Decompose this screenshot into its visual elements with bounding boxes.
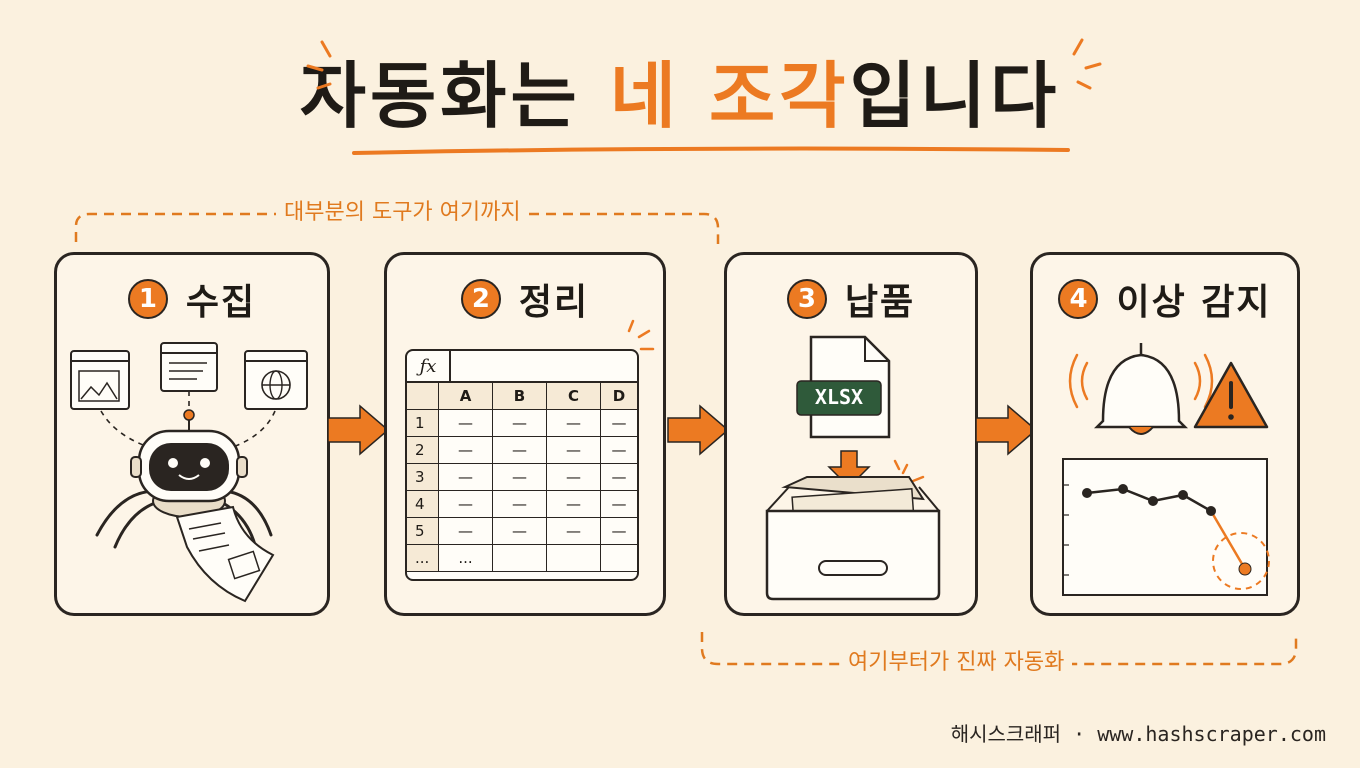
sheet-cell: — <box>439 491 493 518</box>
window-globe-icon <box>244 350 308 410</box>
corner-cell <box>407 383 439 410</box>
step-number-badge: 1 <box>127 279 168 319</box>
title-part2: 입니다 <box>849 54 1061 138</box>
scrolled-document <box>175 505 275 603</box>
title-highlight: 네 조각 <box>609 54 850 138</box>
sheet-grid: A B C D 1 — — — — 2 — — — — 3 — — — — 4 … <box>407 383 637 572</box>
anomaly-illustration <box>1062 343 1270 596</box>
sparkle-icon <box>627 319 655 351</box>
window-image-icon <box>70 350 130 410</box>
row-header: ... <box>407 545 439 572</box>
sheet-cell: — <box>601 437 637 464</box>
flow-arrow-1 <box>327 404 390 456</box>
formula-bar: ƒx <box>407 351 637 383</box>
step-header: 4 이상 감지 <box>1033 277 1297 323</box>
sheet-cell: — <box>493 518 547 545</box>
sheet-cell: — <box>493 491 547 518</box>
row-header: 5 <box>407 518 439 545</box>
step-number-badge: 3 <box>786 279 827 319</box>
sheet-cell: — <box>439 437 493 464</box>
bottom-bracket <box>700 632 1298 666</box>
step-header: 3 납품 <box>727 277 975 323</box>
footer-credit: 해시스크래퍼 · www.hashscraper.com <box>950 722 1326 746</box>
xlsx-file-icon: XLSX <box>796 335 891 439</box>
sheet-cell: ... <box>439 545 493 572</box>
sheet-cell <box>601 545 637 572</box>
title-sparkle-right <box>1072 38 1102 90</box>
column-header: D <box>601 383 637 410</box>
sheet-cell: — <box>601 410 637 437</box>
step-number-badge: 2 <box>460 279 501 319</box>
row-header: 1 <box>407 410 439 437</box>
sheet-cell: — <box>439 464 493 491</box>
step-header: 1 수집 <box>57 277 327 323</box>
step-panel-deliver: 3 납품 XLSX <box>724 252 978 616</box>
delivery-illustration: XLSX <box>765 335 941 601</box>
row-header: 4 <box>407 491 439 518</box>
annotation-bottom: 여기부터가 진짜 자동화 <box>840 648 1073 678</box>
title-sparkle-left <box>306 40 332 90</box>
step-panel-organize: 2 정리 ƒx A B C D 1 — — — — 2 — — — — <box>384 252 666 616</box>
step-label: 납품 <box>844 282 916 323</box>
column-header: A <box>439 383 493 410</box>
sheet-cell: — <box>493 410 547 437</box>
sheet-cell: — <box>547 518 601 545</box>
flow-arrow-2 <box>667 404 730 456</box>
annotation-top: 대부분의 도구가 여기까지 <box>276 198 529 228</box>
sheet-cell: — <box>493 437 547 464</box>
step-label: 수집 <box>185 282 257 323</box>
sheet-cell: — <box>601 464 637 491</box>
sheet-cell: — <box>547 437 601 464</box>
window-text-icon <box>160 342 218 392</box>
flow-arrow-3 <box>975 404 1038 456</box>
sheet-cell <box>493 545 547 572</box>
step-panel-collect: 1 수집 <box>54 252 330 616</box>
robot-spider-illustration <box>70 342 308 603</box>
sheet-cell <box>547 545 601 572</box>
row-header: 2 <box>407 437 439 464</box>
sheet-cell: — <box>439 518 493 545</box>
page-title: 자동화는 네 조각입니다 <box>0 48 1360 144</box>
warning-icon <box>1193 361 1269 429</box>
step-label: 이상 감지 <box>1116 282 1272 323</box>
bell-icon <box>1068 343 1214 435</box>
sheet-cell: — <box>547 464 601 491</box>
file-badge-text: XLSX <box>815 385 863 409</box>
title-part1: 자동화는 <box>299 54 610 138</box>
column-header: C <box>547 383 601 410</box>
sheet-cell: — <box>493 464 547 491</box>
sheet-cell: — <box>439 410 493 437</box>
step-header: 2 정리 <box>387 277 663 323</box>
title-underline <box>352 146 1070 155</box>
sheet-cell: — <box>601 491 637 518</box>
row-header: 3 <box>407 464 439 491</box>
spreadsheet: ƒx A B C D 1 — — — — 2 — — — — 3 — — — —… <box>405 349 639 581</box>
inbox-tray-icon <box>765 476 941 601</box>
formula-icon: ƒx <box>407 351 451 381</box>
step-label: 정리 <box>518 282 590 323</box>
sheet-cell: — <box>547 410 601 437</box>
sheet-cell: — <box>601 518 637 545</box>
step-panel-anomaly: 4 이상 감지 <box>1030 252 1300 616</box>
sheet-cell: — <box>547 491 601 518</box>
step-number-badge: 4 <box>1058 279 1099 319</box>
trend-chart-icon <box>1062 458 1270 596</box>
column-header: B <box>493 383 547 410</box>
